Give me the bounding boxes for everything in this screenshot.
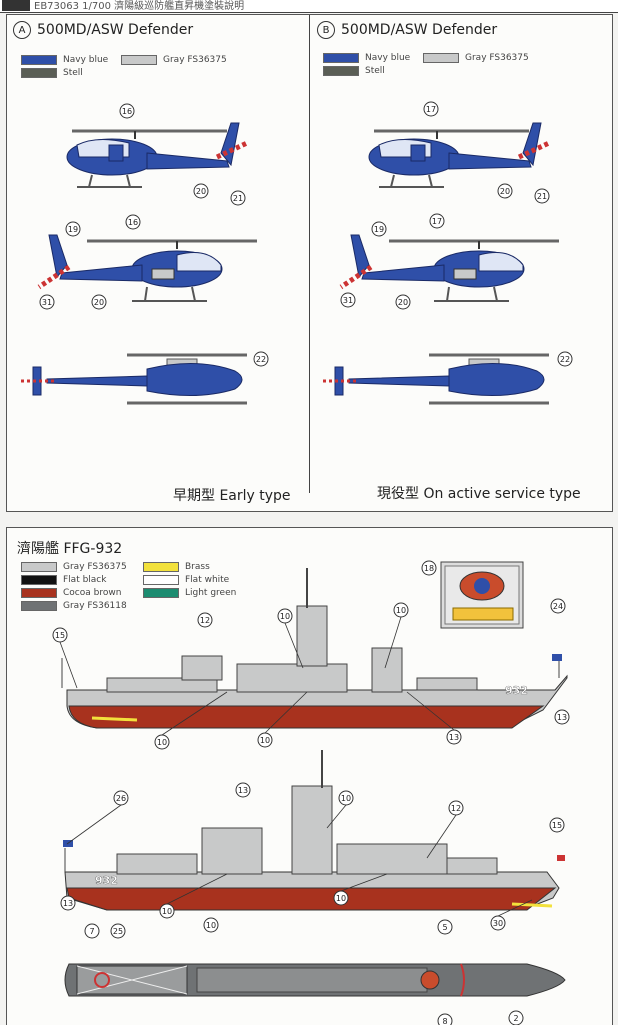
svg-text:18: 18 <box>424 564 434 573</box>
svg-text:10: 10 <box>260 736 270 745</box>
svg-text:26: 26 <box>116 794 126 803</box>
column-divider <box>309 15 310 493</box>
variant-b-caption: 現役型 On active service type <box>377 486 581 502</box>
svg-text:25: 25 <box>113 927 123 936</box>
svg-text:10: 10 <box>162 907 172 916</box>
legend-b-stell: Stell <box>323 66 385 76</box>
header-strip-text: EB73063 1/700 濟陽級巡防艦直昇機塗裝說明 <box>34 1 245 12</box>
helicopter-drawings: 16 20 21 19 16 31 20 22 17 20 21 19 17 3… <box>19 101 573 405</box>
legend-a-gray: Gray FS36375 <box>121 55 227 65</box>
svg-text:20: 20 <box>196 187 206 196</box>
svg-text:31: 31 <box>42 298 52 307</box>
svg-text:17: 17 <box>432 217 442 226</box>
svg-text:10: 10 <box>206 921 216 930</box>
brand-logo <box>2 0 30 11</box>
svg-text:2: 2 <box>513 1014 518 1023</box>
svg-text:17: 17 <box>426 105 436 114</box>
ship-title: 濟陽艦 FFG-932 <box>17 541 123 557</box>
svg-text:21: 21 <box>233 194 243 203</box>
svg-text:20: 20 <box>94 298 104 307</box>
svg-text:10: 10 <box>336 894 346 903</box>
svg-text:13: 13 <box>449 733 459 742</box>
variant-b-title-text: 500MD/ASW Defender <box>341 22 498 38</box>
svg-text:932: 932 <box>505 684 528 697</box>
variant-a-letter: A <box>13 21 31 39</box>
frigate-drawings: 932 932 <box>52 560 570 1025</box>
svg-text:20: 20 <box>398 298 408 307</box>
svg-text:16: 16 <box>128 218 138 227</box>
legend-b-gray: Gray FS36375 <box>423 53 529 63</box>
variant-a-title: A 500MD/ASW Defender <box>13 21 193 39</box>
variant-b-letter: B <box>317 21 335 39</box>
legend-flat-white: Flat white <box>143 575 229 585</box>
variant-a-caption: 早期型 Early type <box>173 488 291 504</box>
legend-gray-fs36118: Gray FS36118 <box>21 601 127 611</box>
header-strip: EB73063 1/700 濟陽級巡防艦直昇機塗裝說明 <box>0 0 618 13</box>
svg-text:24: 24 <box>553 602 563 611</box>
svg-text:13: 13 <box>63 899 73 908</box>
helicopter-panel: A 500MD/ASW Defender B 500MD/ASW Defende… <box>6 14 613 512</box>
svg-text:10: 10 <box>396 606 406 615</box>
svg-text:15: 15 <box>55 631 65 640</box>
svg-text:12: 12 <box>200 616 210 625</box>
legend-a-navy-blue: Navy blue <box>21 55 108 65</box>
svg-text:932: 932 <box>95 874 118 887</box>
variant-a-title-text: 500MD/ASW Defender <box>37 22 194 38</box>
frigate-panel: 濟陽艦 FFG-932 Gray FS36375 Flat black Coco… <box>6 527 613 1025</box>
legend-a-stell: Stell <box>21 68 83 78</box>
legend-b-navy-blue: Navy blue <box>323 53 410 63</box>
svg-text:20: 20 <box>500 187 510 196</box>
legend-light-green: Light green <box>143 588 236 598</box>
svg-text:21: 21 <box>537 192 547 201</box>
legend-flat-black: Flat black <box>21 575 106 585</box>
svg-text:31: 31 <box>343 296 353 305</box>
svg-text:8: 8 <box>442 1017 447 1025</box>
legend-gray-fs36375: Gray FS36375 <box>21 562 127 572</box>
legend-cocoa-brown: Cocoa brown <box>21 588 121 598</box>
svg-text:13: 13 <box>238 786 248 795</box>
svg-text:22: 22 <box>256 355 266 364</box>
svg-text:22: 22 <box>560 355 570 364</box>
svg-text:10: 10 <box>280 612 290 621</box>
svg-text:10: 10 <box>341 794 351 803</box>
legend-brass: Brass <box>143 562 210 572</box>
svg-text:19: 19 <box>68 225 78 234</box>
svg-text:16: 16 <box>122 107 132 116</box>
svg-text:10: 10 <box>157 738 167 747</box>
svg-text:30: 30 <box>493 919 503 928</box>
svg-text:7: 7 <box>89 927 94 936</box>
svg-text:12: 12 <box>451 804 461 813</box>
variant-b-title: B 500MD/ASW Defender <box>317 21 497 39</box>
svg-text:19: 19 <box>374 225 384 234</box>
svg-text:15: 15 <box>552 821 562 830</box>
svg-text:13: 13 <box>557 713 567 722</box>
svg-text:5: 5 <box>442 923 447 932</box>
